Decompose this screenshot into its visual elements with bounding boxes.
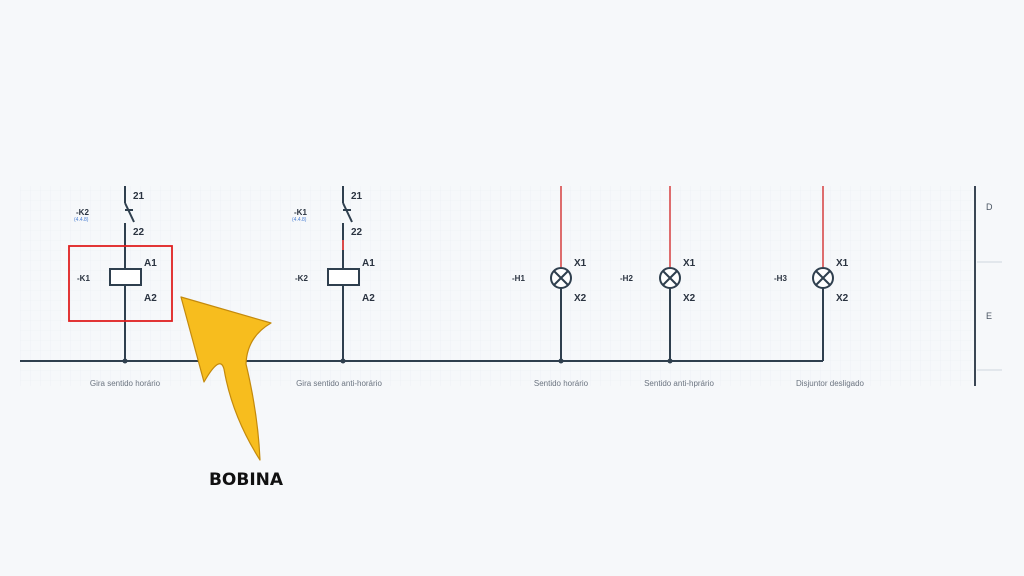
lamp-terminal-x2: X2 [683,293,696,304]
nc-contact-blade [342,202,353,223]
contact-tag: -K2 [76,208,89,217]
lamp-terminal-x1: X1 [836,258,849,269]
branch-k1-coil: -K2 (4.4.8) 21 22 -K1 A1 A2 Gira sentido… [74,186,161,388]
junction-dot [122,358,128,364]
branch-caption: Gira sentido horário [90,379,161,388]
contact-terminal-bottom: 22 [133,227,145,238]
lamp-tag: -H2 [620,274,633,283]
coil-symbol [327,268,360,286]
callout-label: BOBINA [209,470,284,490]
coil-symbol [109,268,142,286]
junction-dot [340,358,346,364]
contact-ref: (4.4.8) [74,217,89,223]
coil-terminal-a1: A1 [362,258,375,269]
branch-caption: Sentido horário [534,379,589,388]
coil-terminal-a2: A2 [144,293,157,304]
contact-ref: (4.4.8) [292,217,307,223]
lamp-terminal-x2: X2 [574,293,587,304]
junction-dot [667,358,673,364]
row-label-d: D [986,202,993,212]
drawing-grid [20,186,976,386]
coil-tag: -K1 [77,274,90,283]
contact-terminal-top: 21 [351,191,363,202]
branch-k2-coil: -K1 (4.4.8) 21 22 -K2 A1 A2 Gira sentido… [292,186,382,388]
lamp-terminal-x2: X2 [836,293,849,304]
nc-contact-blade [124,202,135,223]
contact-terminal-top: 21 [133,191,145,202]
branch-caption: Gira sentido anti-horário [296,379,382,388]
branch-caption: Disjuntor desligado [796,379,865,388]
coil-terminal-a1: A1 [144,258,157,269]
junction-dot [558,358,564,364]
coil-highlight-box [68,245,173,322]
branch-caption: Sentido anti-hprário [644,379,714,388]
coil-tag: -K2 [295,274,308,283]
row-label-e: E [986,311,992,321]
lamp-tag: -H1 [512,274,525,283]
lamp-terminal-x1: X1 [574,258,587,269]
lamp-tag: -H3 [774,274,787,283]
branch-h3-lamp: -H3 X1 X2 Disjuntor desligado [774,186,865,388]
branch-h2-lamp: -H2 X1 X2 Sentido anti-hprário [620,186,714,388]
lamp-terminal-x1: X1 [683,258,696,269]
callout-arrow-icon [180,296,272,461]
contact-terminal-bottom: 22 [351,227,363,238]
coil-terminal-a2: A2 [362,293,375,304]
contact-tag: -K1 [294,208,307,217]
branch-h1-lamp: -H1 X1 X2 Sentido horário [512,186,589,388]
